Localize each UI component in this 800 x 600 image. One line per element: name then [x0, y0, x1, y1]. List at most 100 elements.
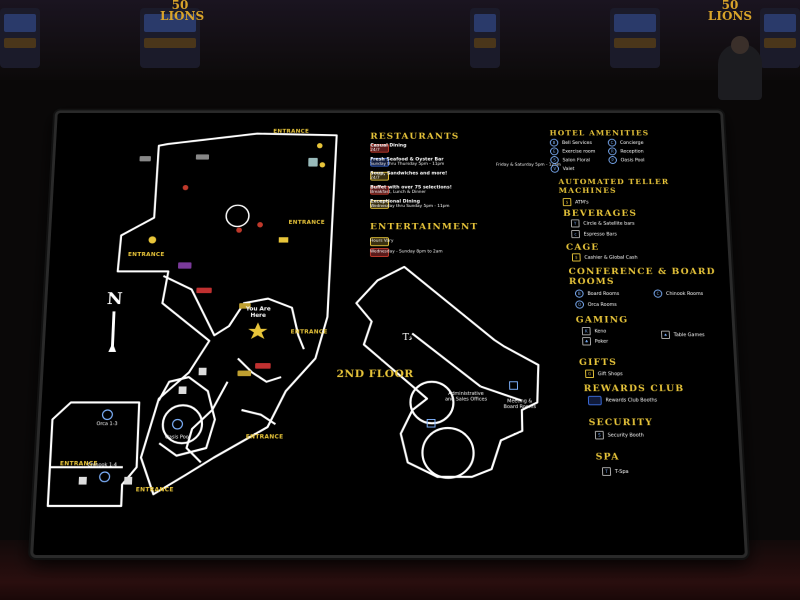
patron-silhouette — [718, 36, 762, 100]
legend-item: Buffet with over 75 selections!Breakfast… — [370, 184, 452, 195]
conference-heading: CONFERENCE & BOARD ROOMS — [568, 266, 716, 287]
north-arrow-label: N — [106, 289, 124, 309]
rewards-icon — [308, 157, 318, 167]
legend-item: $Cashier & Global Cash — [571, 253, 638, 262]
orca-room-label: Orca 1-3 — [96, 421, 118, 428]
beverage-icon — [236, 227, 243, 233]
hotel-amenities-heading: HOTEL AMENITIES — [549, 128, 650, 138]
casino-background: 50 LIONS 50 LIONS — [0, 0, 800, 80]
restroom-icon — [78, 476, 87, 485]
legend-item: Soup, Sandwiches and more!24/7 — [370, 170, 448, 181]
legend-item: Hours Vary — [369, 237, 393, 247]
inner-wall — [161, 276, 305, 349]
keno-icon: K — [581, 326, 591, 336]
second-floor-room — [410, 382, 453, 423]
slot-machine — [470, 8, 500, 68]
orca-room-icon: O — [575, 300, 585, 309]
you-are-here-label: You Are Here — [245, 305, 271, 319]
pool-icon — [172, 419, 182, 428]
slot-machine — [0, 8, 40, 68]
cashier-icon: $ — [571, 253, 581, 262]
security-heading: SECURITY — [588, 417, 654, 428]
meeting-rooms-label: Meeting & Board Rooms — [503, 398, 537, 410]
floor-map: T𝓈 — [33, 113, 745, 555]
orca-room-icon — [102, 410, 112, 419]
pool-icon: P — [608, 156, 618, 164]
restroom-icon — [198, 367, 207, 376]
entertainment-heading: ENTERTAINMENT — [370, 222, 479, 232]
legend-item: ♣Poker — [582, 337, 608, 346]
lower-building-outline — [48, 402, 139, 506]
restaurants-heading: RESTAURANTS — [370, 131, 460, 142]
entrance-label: ENTRANCE — [273, 128, 310, 135]
gift-icon — [278, 237, 289, 243]
slot-sign: 50 LIONS — [707, 0, 753, 23]
atm-icon — [319, 162, 326, 168]
chinook-room-icon — [99, 472, 109, 482]
casino-directory-board: T𝓈 ENTRANCE ENTRANCE ENTRANCE ENTRANCE E… — [30, 110, 748, 559]
bell-icon: B — [549, 138, 559, 147]
gift-icon: G — [585, 369, 595, 379]
entrance-label: ENTRANCE — [245, 433, 284, 441]
rewards-heading: REWARDS CLUB — [583, 383, 685, 394]
second-floor-label: 2ND FLOOR — [336, 367, 414, 380]
inner-wall — [237, 358, 281, 381]
you-are-here-star-icon — [247, 322, 268, 339]
rewards-icon — [587, 395, 602, 406]
slot-machine — [760, 8, 800, 68]
slot-machine — [140, 8, 200, 68]
legend-item: ♠Table Games — [660, 330, 705, 339]
restaurant-logo-icon — [196, 287, 212, 294]
slot-sign: 50 LIONS — [160, 0, 205, 23]
entrance-label: ENTRANCE — [290, 328, 328, 336]
floral-icon: S — [550, 156, 559, 164]
spa-heading: SPA — [595, 451, 620, 463]
cage-heading: CAGE — [565, 242, 600, 253]
table-games-icon: ♠ — [660, 330, 671, 339]
atm-icon — [148, 236, 157, 244]
meeting-room-icon — [510, 382, 518, 390]
exercise-icon: E — [549, 147, 559, 156]
restaurant-logo-icon — [139, 156, 151, 162]
reception-icon: R — [607, 147, 617, 156]
atm-icon: $ — [562, 198, 572, 207]
concierge-icon: C — [607, 138, 617, 147]
legend-item: $ATM's — [562, 198, 589, 207]
cocktail-icon: Y — [570, 219, 580, 228]
inner-wall — [186, 382, 227, 463]
entrance-label: ENTRANCE — [135, 486, 174, 494]
beverage-icon — [182, 184, 189, 191]
atm-heading: AUTOMATED TELLER MACHINES — [558, 177, 670, 195]
board-room-icon: B — [574, 289, 584, 298]
oasis-pool-label: Oasis Pool — [164, 434, 191, 441]
restroom-icon — [178, 386, 187, 394]
beverages-heading: BEVERAGES — [562, 208, 638, 219]
coffee-icon: c — [571, 230, 580, 239]
spa-icon: T — [601, 467, 612, 476]
north-arrow-icon — [102, 310, 123, 356]
restaurant-logo-icon — [177, 262, 192, 269]
chinook-room-icon: C — [653, 289, 663, 298]
gifts-heading: GIFTS — [578, 357, 618, 368]
map-icons: T𝓈 — [78, 143, 520, 485]
restaurant-logo-icon — [195, 154, 210, 160]
slot-machine — [610, 8, 660, 68]
restroom-icon — [124, 476, 133, 485]
entrance-label: ENTRANCE — [127, 251, 165, 258]
entrance-label: ENTRANCE — [288, 219, 325, 226]
security-booth-icon: S — [594, 430, 604, 440]
legend-item: Wednesday - Sunday 8pm to 2am — [369, 247, 443, 257]
